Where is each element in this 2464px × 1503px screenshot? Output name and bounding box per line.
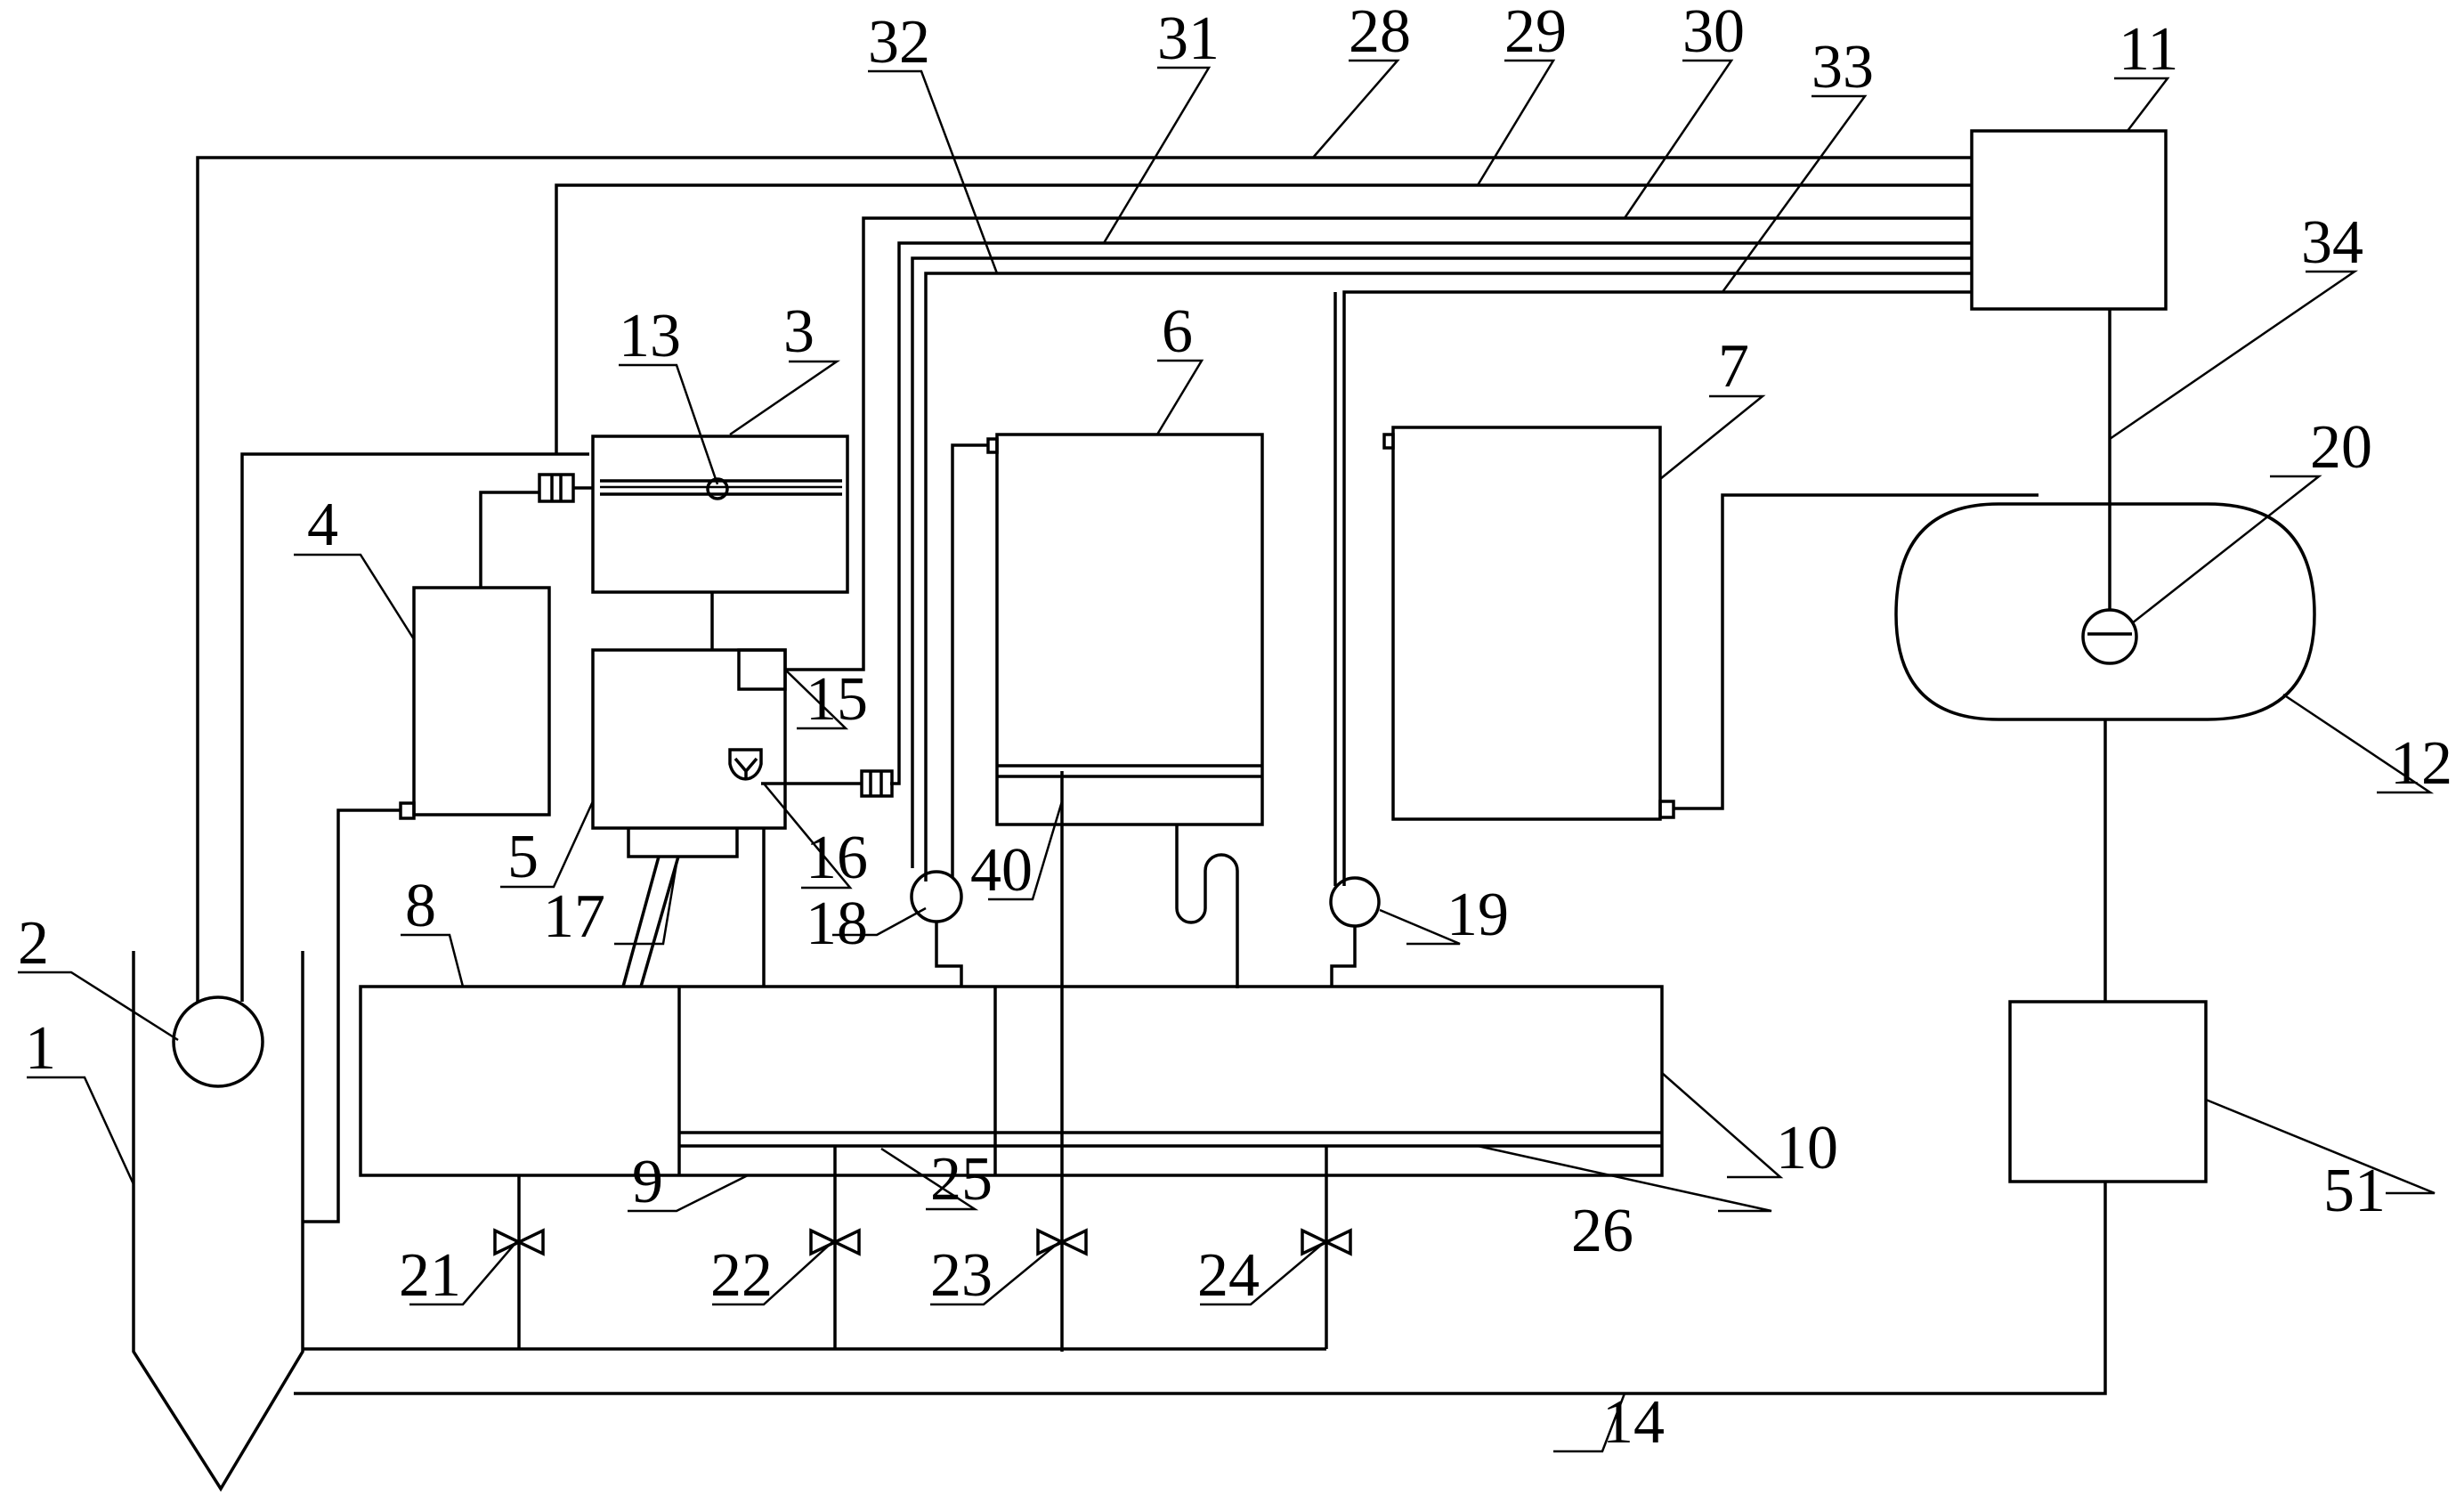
labels: 1 2 3 4 5 6 7 8 25 9 10 11 12 13 14 15 1…	[18, 0, 2452, 1457]
label-7: 7	[1718, 332, 1749, 401]
component-51-box	[294, 1000, 2208, 1395]
label-12: 12	[2390, 729, 2452, 798]
component-2-pump	[172, 156, 790, 1088]
label-32: 32	[868, 8, 930, 77]
leader-lines	[18, 59, 2436, 1453]
component-22-valve	[809, 1228, 861, 1256]
label-4: 4	[307, 491, 338, 559]
label-25: 25	[930, 1145, 993, 1214]
control-wires	[555, 156, 1972, 886]
label-21: 21	[399, 1241, 461, 1310]
label-3: 3	[783, 297, 815, 366]
label-18: 18	[806, 890, 868, 958]
component-4-box	[303, 586, 551, 1223]
label-16: 16	[806, 824, 868, 892]
label-6: 6	[1162, 297, 1193, 366]
label-11: 11	[2119, 15, 2178, 84]
label-28: 28	[1349, 0, 1411, 66]
component-23-valve	[1036, 1228, 1088, 1256]
label-10: 10	[1776, 1114, 1838, 1182]
label-1: 1	[25, 1014, 56, 1083]
label-20: 20	[2310, 413, 2372, 482]
component-19-pump	[1329, 876, 1381, 987]
label-30: 30	[1682, 0, 1745, 66]
label-19: 19	[1447, 881, 1509, 949]
label-13: 13	[619, 302, 681, 370]
label-51: 51	[2323, 1157, 2386, 1225]
component-11-controller	[1970, 129, 2168, 610]
component-24-valve	[1301, 1228, 1352, 1256]
label-15: 15	[806, 665, 868, 734]
label-29: 29	[1504, 0, 1567, 66]
component-1-hopper	[132, 951, 304, 1492]
label-22: 22	[710, 1241, 773, 1310]
label-31: 31	[1157, 4, 1220, 73]
label-40: 40	[970, 836, 1033, 905]
component-13-slider-knob	[706, 477, 729, 500]
label-8: 8	[405, 872, 436, 940]
component-21-valve	[493, 1228, 545, 1256]
valve-piping	[303, 1146, 1352, 1351]
label-9: 9	[632, 1148, 663, 1216]
label-34: 34	[2301, 208, 2363, 277]
label-14: 14	[1602, 1388, 1665, 1457]
component-10-long-tank	[359, 985, 1664, 1177]
label-2: 2	[18, 909, 49, 978]
component-18-pump	[910, 870, 963, 987]
label-26: 26	[1571, 1197, 1633, 1265]
component-6-tank	[951, 433, 1264, 1352]
label-23: 23	[930, 1241, 993, 1310]
label-33: 33	[1812, 33, 1874, 102]
label-17: 17	[543, 882, 605, 951]
component-12-tank	[1894, 502, 2316, 1002]
component-20-sensor	[2081, 608, 2138, 665]
component-3-unit	[479, 435, 849, 594]
label-24: 24	[1197, 1241, 1260, 1310]
label-5: 5	[507, 823, 539, 891]
component-7-tank	[1382, 426, 2038, 821]
component-15-sensor	[737, 648, 787, 691]
